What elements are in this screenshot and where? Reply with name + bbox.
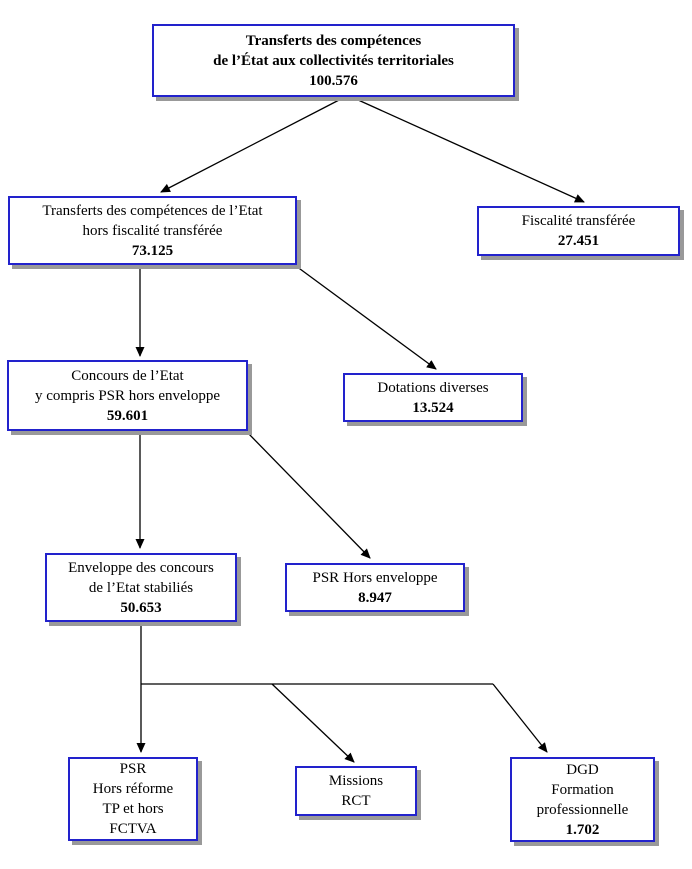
node-value: 50.653 xyxy=(120,599,162,616)
node-label-line: de l’Etat stabiliés xyxy=(88,579,194,596)
edge-hors-fiscalite-to-dotations-diverses xyxy=(295,265,437,370)
node-label-line: Transferts des compétences de l’Etat xyxy=(42,202,263,219)
node-dotations-diverses: Dotations diverses 13.524 xyxy=(343,373,523,422)
node-label-line: hors fiscalité transférée xyxy=(82,222,223,239)
node-label-line: FCTVA xyxy=(109,821,157,837)
node-fiscalite-transferee: Fiscalité transférée 27.451 xyxy=(477,206,680,256)
edge-root-to-fiscalite-transferee xyxy=(355,98,585,203)
node-label-line: y compris PSR hors enveloppe xyxy=(35,387,220,404)
node-label-line: TP et hors xyxy=(102,801,164,817)
node-label-line: PSR Hors enveloppe xyxy=(312,569,438,586)
node-value: 1.702 xyxy=(565,821,600,838)
node-label-line: Missions xyxy=(328,773,384,789)
node-label-line: de l’État aux collectivités territoriale… xyxy=(213,52,454,69)
node-value: 8.947 xyxy=(358,589,392,606)
node-label-line: Formation xyxy=(551,781,614,798)
node-label-line: Fiscalité transférée xyxy=(521,213,636,229)
node-label-line: RCT xyxy=(341,793,371,809)
node-root: Transferts des compétences de l’État aux… xyxy=(152,24,515,97)
edge-enveloppe-concours-to-dgd-formation xyxy=(492,683,548,753)
node-enveloppe-concours: Enveloppe des concours de l’Etat stabili… xyxy=(45,553,237,622)
node-missions-rct: Missions RCT xyxy=(295,766,417,816)
node-label-line: Transferts des compétences xyxy=(245,32,422,49)
node-label-line: Concours de l’Etat xyxy=(71,367,184,384)
node-value: 100.576 xyxy=(309,72,358,89)
node-value: 59.601 xyxy=(106,407,149,424)
node-label-line: PSR xyxy=(119,761,147,777)
node-label-line: DGD xyxy=(566,761,599,778)
node-label-line: professionnelle xyxy=(536,801,629,818)
node-label-line: Dotations diverses xyxy=(377,379,489,396)
node-concours-etat: Concours de l’Etat y compris PSR hors en… xyxy=(7,360,248,431)
node-label-line: Hors réforme xyxy=(92,781,174,797)
node-value: 27.451 xyxy=(557,233,600,249)
node-label-line: Enveloppe des concours xyxy=(68,559,214,576)
node-value: 13.524 xyxy=(412,399,454,416)
node-value: 73.125 xyxy=(131,242,174,259)
node-hors-fiscalite: Transferts des compétences de l’Etat hor… xyxy=(8,196,297,265)
node-psr-hors-enveloppe: PSR Hors enveloppe 8.947 xyxy=(285,563,465,612)
edge-root-to-hors-fiscalite xyxy=(160,98,342,193)
node-dgd-formation: DGD Formation professionnelle 1.702 xyxy=(510,757,655,842)
node-psr-hors-reforme: PSR Hors réforme TP et hors FCTVA xyxy=(68,757,198,841)
edge-concours-etat-to-psr-hors-enveloppe xyxy=(246,431,371,559)
edge-enveloppe-concours-to-missions-rct xyxy=(271,683,355,763)
